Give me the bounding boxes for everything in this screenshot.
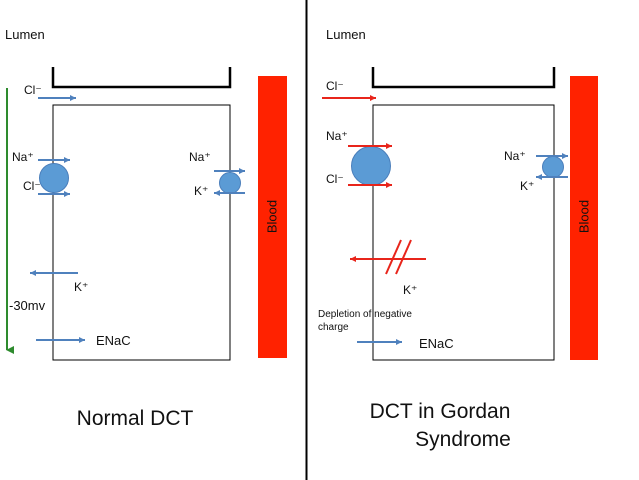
right-depletion-note: Depletion of negative charge (318, 309, 412, 333)
left-cl-apical-label: Cl⁻ (23, 179, 41, 193)
left-cl-top-label: Cl⁻ (24, 83, 42, 97)
left-enac-label: ENaC (96, 333, 131, 348)
left-lumen-label: Lumen (5, 27, 45, 42)
left-nak-pump (219, 172, 241, 194)
right-panel (322, 67, 598, 361)
right-lumen-bracket (371, 67, 556, 89)
left-ncc-transporter (39, 163, 69, 193)
right-enac-label: ENaC (419, 336, 454, 351)
left-blood-label: Blood (264, 199, 280, 234)
left-panel (6, 67, 287, 361)
left-k-channel-label: K⁺ (74, 280, 89, 294)
right-k-channel-label: K⁺ (403, 283, 418, 297)
right-cl-apical-label: Cl⁻ (326, 172, 344, 186)
right-panel-title-line2: Syndrome (415, 428, 511, 451)
right-k-basolateral-label: K⁺ (520, 179, 535, 193)
right-blood-vessel (570, 76, 598, 360)
right-block-slash-1 (385, 239, 402, 275)
right-na-basolateral-label: Na⁺ (504, 149, 526, 163)
left-na-apical-label: Na⁺ (12, 150, 34, 164)
right-lumen-label: Lumen (326, 27, 366, 42)
left-blood-vessel (258, 76, 287, 358)
left-cell-body (52, 104, 231, 361)
right-cell-body (372, 104, 555, 361)
right-blood-label: Blood (576, 199, 592, 234)
right-panel-title-line1: DCT in Gordan (369, 400, 511, 423)
right-ncc-transporter (351, 146, 391, 186)
right-cl-top-label: Cl⁻ (326, 79, 344, 93)
right-na-apical-label: Na⁺ (326, 129, 348, 143)
right-nak-pump (542, 156, 564, 178)
left-panel-title: Normal DCT (76, 407, 194, 430)
left-voltage-label: -30mv (9, 298, 46, 313)
left-k-basolateral-label: K⁺ (194, 184, 209, 198)
left-lumen-bracket (51, 67, 232, 89)
left-na-basolateral-label: Na⁺ (189, 150, 211, 164)
right-block-slash-2 (395, 239, 412, 275)
